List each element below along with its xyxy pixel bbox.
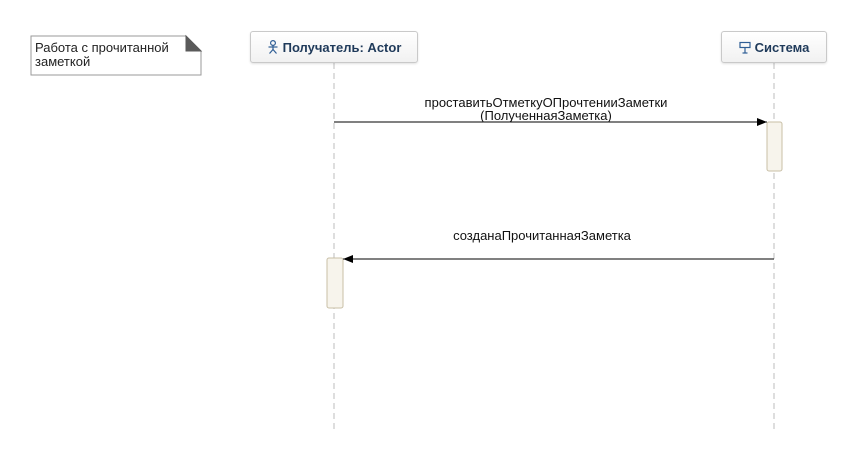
message-label-1-line-1: проставитьОтметкуОПрочтенииЗаметки	[424, 95, 668, 110]
participant-actor-label: Получатель: Actor	[282, 39, 402, 55]
note-text: Работа с прочитанной заметкой	[35, 41, 185, 69]
note-text-line-1: Работа с прочитанной	[35, 40, 169, 55]
message-label-1: проставитьОтметкуОПрочтенииЗаметки (Полу…	[394, 96, 698, 122]
participant-system[interactable]: Система	[721, 31, 827, 63]
system-icon	[739, 41, 751, 54]
actor-icon	[267, 40, 279, 54]
message-label-2-line-1: созданаПрочитаннаяЗаметка	[453, 228, 631, 243]
participant-actor[interactable]: Получатель: Actor	[250, 31, 418, 63]
note-fold-corner	[185, 34, 203, 52]
note	[30, 34, 203, 76]
message-label-1-line-2: (ПолученнаяЗаметка)	[480, 108, 612, 123]
note-text-line-2: заметкой	[35, 54, 91, 69]
participant-system-label: Система	[754, 39, 810, 55]
activation-bar-actor	[326, 257, 344, 309]
message-label-2: созданаПрочитаннаяЗаметка	[392, 229, 692, 242]
activation-bar-system	[766, 121, 783, 172]
